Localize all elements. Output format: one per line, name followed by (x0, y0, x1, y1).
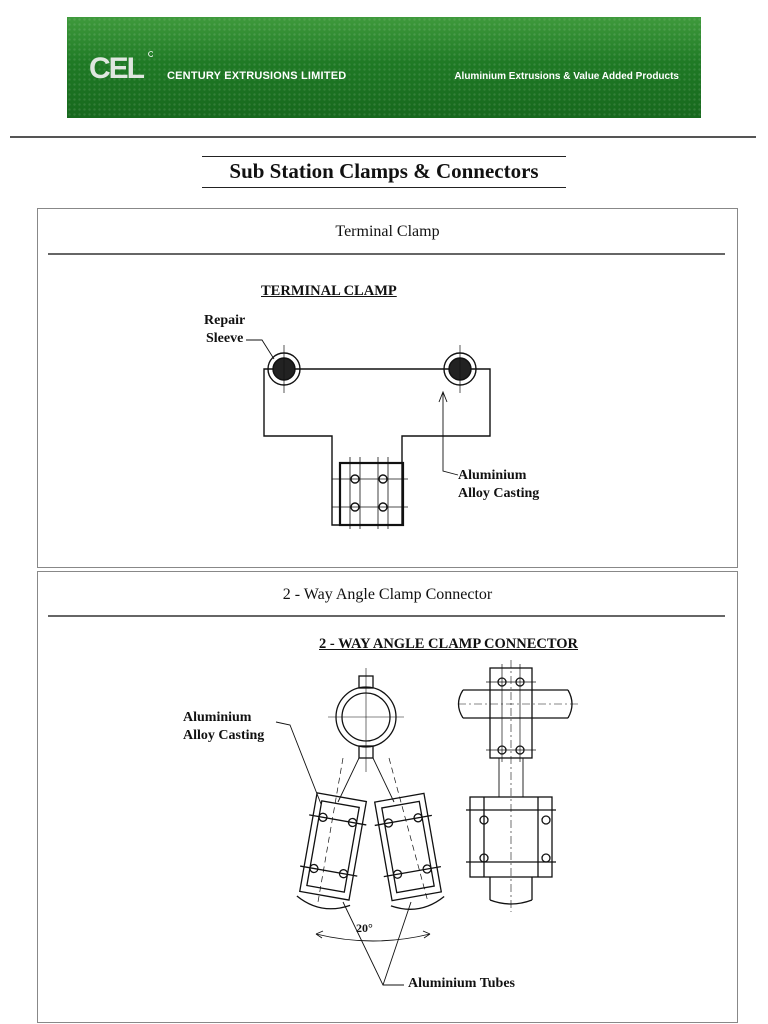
drawing-title: TERMINAL CLAMP (261, 283, 397, 299)
tubes-label: Aluminium Tubes (408, 976, 515, 991)
page-title-box: Sub Station Clamps & Connectors (202, 156, 566, 188)
logo-text: CEL (89, 52, 145, 84)
header-divider (10, 136, 756, 138)
page-title: Sub Station Clamps & Connectors (229, 159, 539, 183)
company-tagline: Aluminium Extrusions & Value Added Produ… (454, 71, 679, 82)
header-banner: CEL CENTURY EXTRUSIONS LIMITED Aluminium… (67, 17, 701, 118)
casting-label-line2: Alloy Casting (458, 486, 540, 501)
angle-label: 20° (356, 921, 373, 935)
angle-clamp-panel: 2 - Way Angle Clamp Connector 2 - WAY AN… (37, 571, 738, 1023)
drawing-title: 2 - WAY ANGLE CLAMP CONNECTOR (319, 636, 579, 652)
angle-clamp-drawing (275, 660, 578, 986)
repair-label-line2: Sleeve (206, 331, 244, 346)
casting-label-line2: Alloy Casting (183, 728, 265, 743)
terminal-clamp-drawing (246, 339, 491, 529)
terminal-clamp-panel: Terminal Clamp TERMINAL CLAMP Repair Sle… (37, 208, 738, 568)
panel-heading: 2 - Way Angle Clamp Connector (282, 586, 493, 603)
panel-divider (48, 615, 725, 617)
panel-divider (48, 253, 725, 255)
company-name: CENTURY EXTRUSIONS LIMITED (167, 70, 347, 82)
casting-label-line1: Aluminium (183, 710, 252, 725)
repair-label-line1: Repair (204, 313, 246, 328)
casting-label-line1: Aluminium (458, 468, 527, 483)
company-logo: CEL (89, 51, 153, 84)
panel-heading: Terminal Clamp (335, 223, 440, 240)
